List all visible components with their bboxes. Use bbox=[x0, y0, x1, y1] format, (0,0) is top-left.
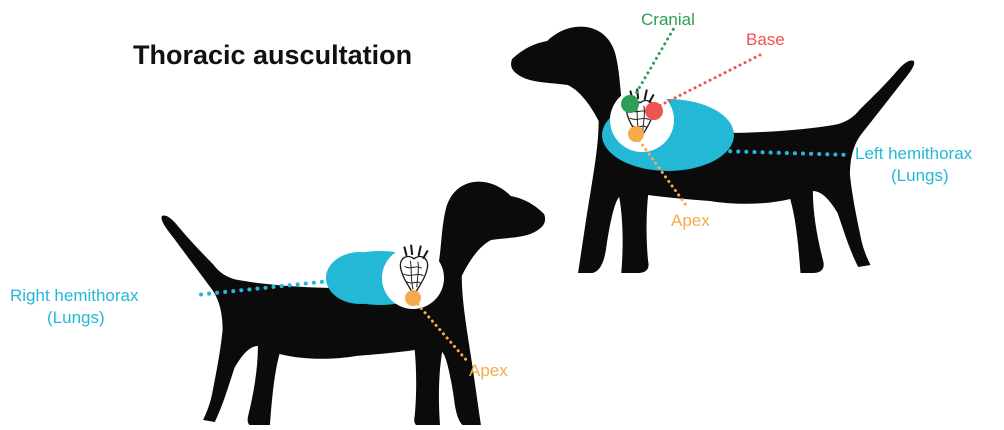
left-hemithorax-label: Left hemithorax bbox=[855, 144, 972, 164]
apex-dot-right bbox=[405, 290, 421, 306]
right-hemithorax-sublabel: (Lungs) bbox=[47, 308, 105, 328]
apex-label-right: Apex bbox=[469, 361, 508, 381]
left-side-dog bbox=[511, 27, 914, 273]
cranial-label: Cranial bbox=[641, 10, 695, 30]
base-leader bbox=[655, 55, 760, 108]
base-label: Base bbox=[746, 30, 785, 50]
left-hemithorax-sublabel: (Lungs) bbox=[891, 166, 949, 186]
apex-label-left: Apex bbox=[671, 211, 710, 231]
right-side-dog bbox=[162, 182, 546, 425]
apex-dot-left bbox=[628, 126, 644, 142]
base-dot bbox=[645, 102, 663, 120]
diagram-title: Thoracic auscultation bbox=[133, 40, 412, 71]
right-hemithorax-label: Right hemithorax bbox=[10, 286, 139, 306]
cranial-dot bbox=[621, 95, 639, 113]
